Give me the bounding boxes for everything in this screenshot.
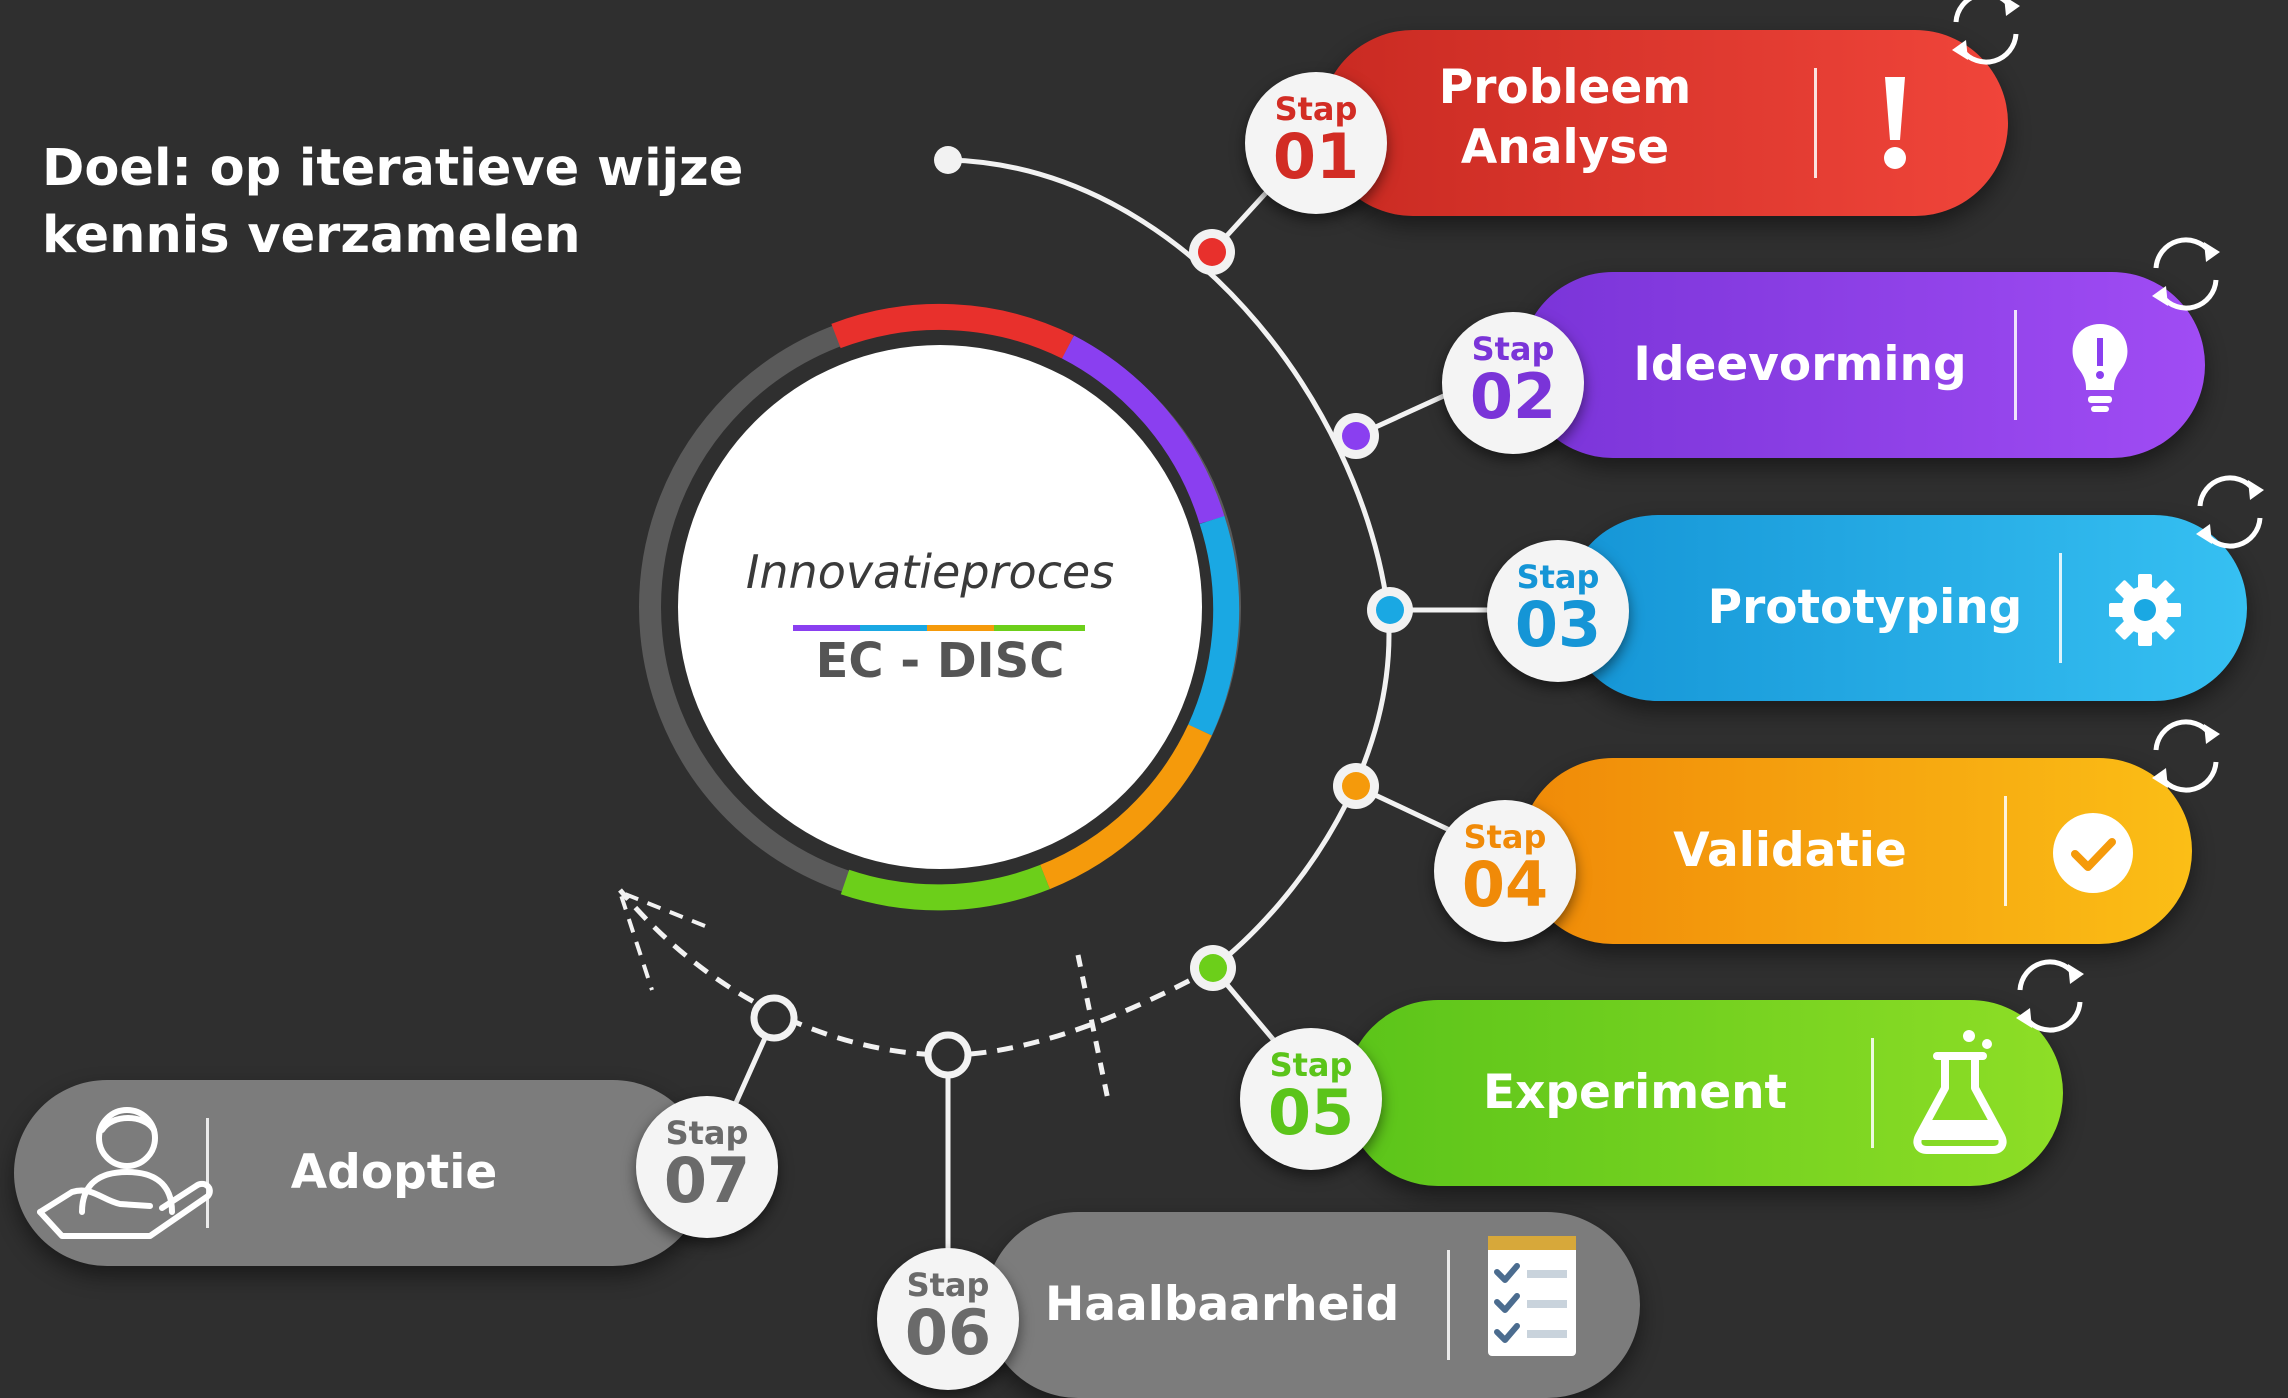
step-07-stap: Stap bbox=[665, 1114, 749, 1152]
step-06-pill: Haalbaarheid bbox=[985, 1212, 1640, 1398]
step-05-badge: Stap 05 bbox=[1240, 1028, 1382, 1170]
node-05 bbox=[1199, 954, 1227, 982]
ring-segment-purple bbox=[1061, 335, 1225, 524]
step-05-pill: Experiment bbox=[1345, 1000, 2063, 1186]
step-07-number: 07 bbox=[663, 1144, 751, 1217]
center-subtitle: EC - DISC bbox=[815, 633, 1065, 689]
step-04-number: 04 bbox=[1461, 848, 1549, 921]
step-05-label: Experiment bbox=[1482, 1065, 1787, 1120]
step-01-pill: Probleem Analyse bbox=[1320, 30, 2008, 216]
gear-icon bbox=[2109, 574, 2181, 646]
goal-heading: Doel: op iteratieve wijze kennis verzame… bbox=[42, 135, 743, 269]
cycle-arrows-icon bbox=[2152, 719, 2220, 793]
node-01 bbox=[1198, 238, 1226, 266]
cycle-arrows-icon bbox=[2152, 237, 2220, 311]
center-disc bbox=[678, 345, 1202, 869]
node-07 bbox=[750, 994, 798, 1042]
lightbulb-icon bbox=[2072, 324, 2128, 412]
exclamation-icon bbox=[1884, 77, 1906, 169]
node-02 bbox=[1342, 422, 1370, 450]
arc-start-dot bbox=[934, 146, 962, 174]
step-02-badge: Stap 02 bbox=[1442, 312, 1584, 454]
ring-segment-orange bbox=[1040, 724, 1212, 890]
step-05-stap: Stap bbox=[1269, 1046, 1353, 1084]
step-02-stap: Stap bbox=[1471, 330, 1555, 368]
step-04-label: Validatie bbox=[1673, 823, 1907, 878]
step-04-badge: Stap 04 bbox=[1434, 800, 1576, 942]
person-hand-icon bbox=[37, 1107, 213, 1239]
node-06 bbox=[924, 1031, 972, 1079]
center-title: Innovatieproces bbox=[745, 545, 1115, 599]
node-04 bbox=[1342, 772, 1370, 800]
step-04-pill: Validatie bbox=[1520, 758, 2192, 944]
gate-dashed-line bbox=[1075, 954, 1111, 1101]
goal-line-1: Doel: op iteratieve wijze bbox=[42, 139, 744, 198]
step-01-badge: Stap 01 bbox=[1245, 72, 1387, 214]
node-03 bbox=[1376, 596, 1404, 624]
checklist-icon bbox=[1488, 1236, 1576, 1356]
step-01-label-line1: Probleem bbox=[1438, 60, 1692, 115]
step-06-badge: Stap 06 bbox=[877, 1248, 1019, 1390]
flask-icon bbox=[1913, 1030, 2007, 1154]
step-07-pill: Adoptie bbox=[14, 1080, 706, 1266]
ring-segment-red bbox=[831, 304, 1074, 359]
step-07-label: Adoptie bbox=[290, 1145, 498, 1200]
cycle-arrows-icon bbox=[1952, 0, 2020, 65]
step-01-stap: Stap bbox=[1274, 90, 1358, 128]
ring-segment-blue bbox=[1188, 515, 1240, 736]
cycle-arrows-icon bbox=[2196, 475, 2264, 549]
check-circle-icon bbox=[2053, 813, 2133, 893]
cycle-arrows-icon bbox=[2016, 959, 2084, 1033]
step-05-number: 05 bbox=[1267, 1076, 1355, 1149]
step-06-stap: Stap bbox=[906, 1266, 990, 1304]
step-02-label: Ideevorming bbox=[1633, 337, 1967, 392]
goal-line-2: kennis verzamelen bbox=[42, 206, 581, 265]
step-03-label: Prototyping bbox=[1707, 580, 2023, 635]
return-arrowhead bbox=[616, 888, 706, 991]
return-dashed-line bbox=[618, 888, 1215, 1058]
step-02-number: 02 bbox=[1469, 360, 1557, 433]
step-07-badge: Stap 07 bbox=[636, 1096, 778, 1238]
step-03-stap: Stap bbox=[1516, 558, 1600, 596]
step-03-number: 03 bbox=[1514, 588, 1602, 661]
step-02-pill: Ideevorming bbox=[1520, 272, 2205, 458]
step-01-number: 01 bbox=[1272, 120, 1360, 193]
step-03-badge: Stap 03 bbox=[1487, 540, 1629, 682]
step-06-number: 06 bbox=[904, 1296, 992, 1369]
step-01-label-line2: Analyse bbox=[1460, 120, 1670, 175]
step-06-label: Haalbaarheid bbox=[1045, 1277, 1400, 1332]
step-04-stap: Stap bbox=[1463, 818, 1547, 856]
ring-segment-green bbox=[840, 864, 1050, 911]
main-arc bbox=[947, 157, 1392, 970]
step-03-pill: Prototyping bbox=[1565, 515, 2247, 701]
